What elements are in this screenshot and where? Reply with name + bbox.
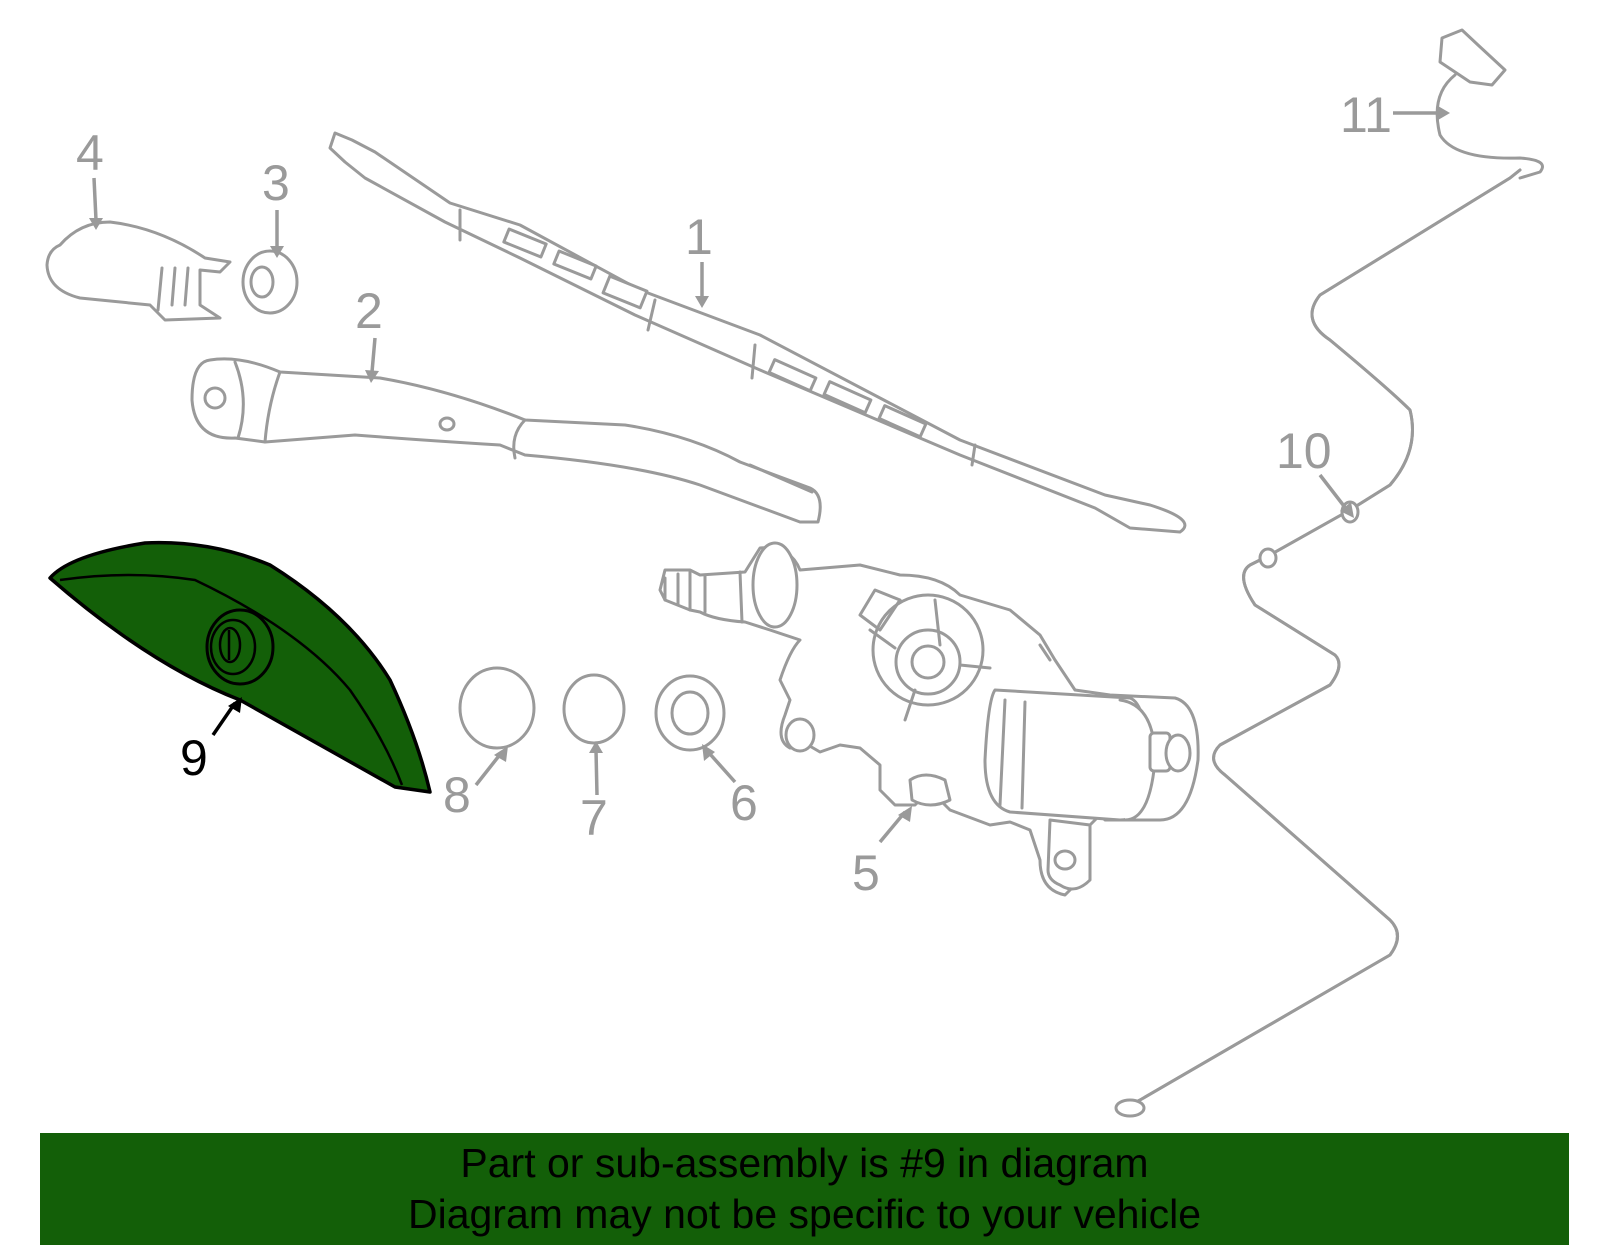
callout-2: 2 — [355, 283, 383, 339]
callout-6: 6 — [730, 775, 758, 831]
leader-7 — [594, 749, 599, 796]
callout-10: 10 — [1276, 423, 1332, 479]
leader-8 — [474, 750, 504, 787]
leader-arrowheads — [89, 106, 1450, 822]
callout-7: 7 — [580, 790, 608, 846]
part-1-wiper-blade[interactable] — [328, 131, 1187, 534]
callout-8: 8 — [443, 767, 471, 823]
part-11-connector[interactable] — [1435, 28, 1544, 180]
callout-4: 4 — [76, 125, 104, 181]
banner-line-part: Part or sub-assembly is #9 in diagram — [460, 1140, 1149, 1186]
callout-1: 1 — [685, 209, 713, 265]
part-10-washer-hose[interactable] — [1114, 168, 1522, 1118]
callout-11: 11 — [1340, 87, 1392, 143]
part-6-seal[interactable] — [654, 674, 726, 752]
part-8-grommet[interactable] — [458, 666, 536, 750]
banner-line-disclaimer: Diagram may not be specific to your vehi… — [407, 1191, 1201, 1237]
part-4-cap[interactable] — [45, 220, 232, 322]
callout-3: 3 — [262, 155, 290, 211]
part-5-wiper-motor[interactable] — [658, 541, 1200, 897]
part-9-cover[interactable] — [48, 540, 432, 794]
leader-2 — [370, 337, 377, 373]
part-7-washer[interactable] — [562, 673, 626, 745]
part-3-nut[interactable] — [241, 249, 299, 315]
leader-10 — [1318, 473, 1349, 512]
leader-5 — [878, 810, 907, 844]
info-banner: Part or sub-assembly is #9 in diagram Di… — [40, 1133, 1569, 1245]
leader-4 — [92, 177, 98, 221]
callout-9: 9 — [180, 730, 208, 786]
leader-9 — [211, 702, 237, 736]
callout-5: 5 — [852, 845, 880, 901]
leader-6 — [708, 752, 737, 784]
part-2-wiper-arm[interactable] — [190, 357, 822, 524]
